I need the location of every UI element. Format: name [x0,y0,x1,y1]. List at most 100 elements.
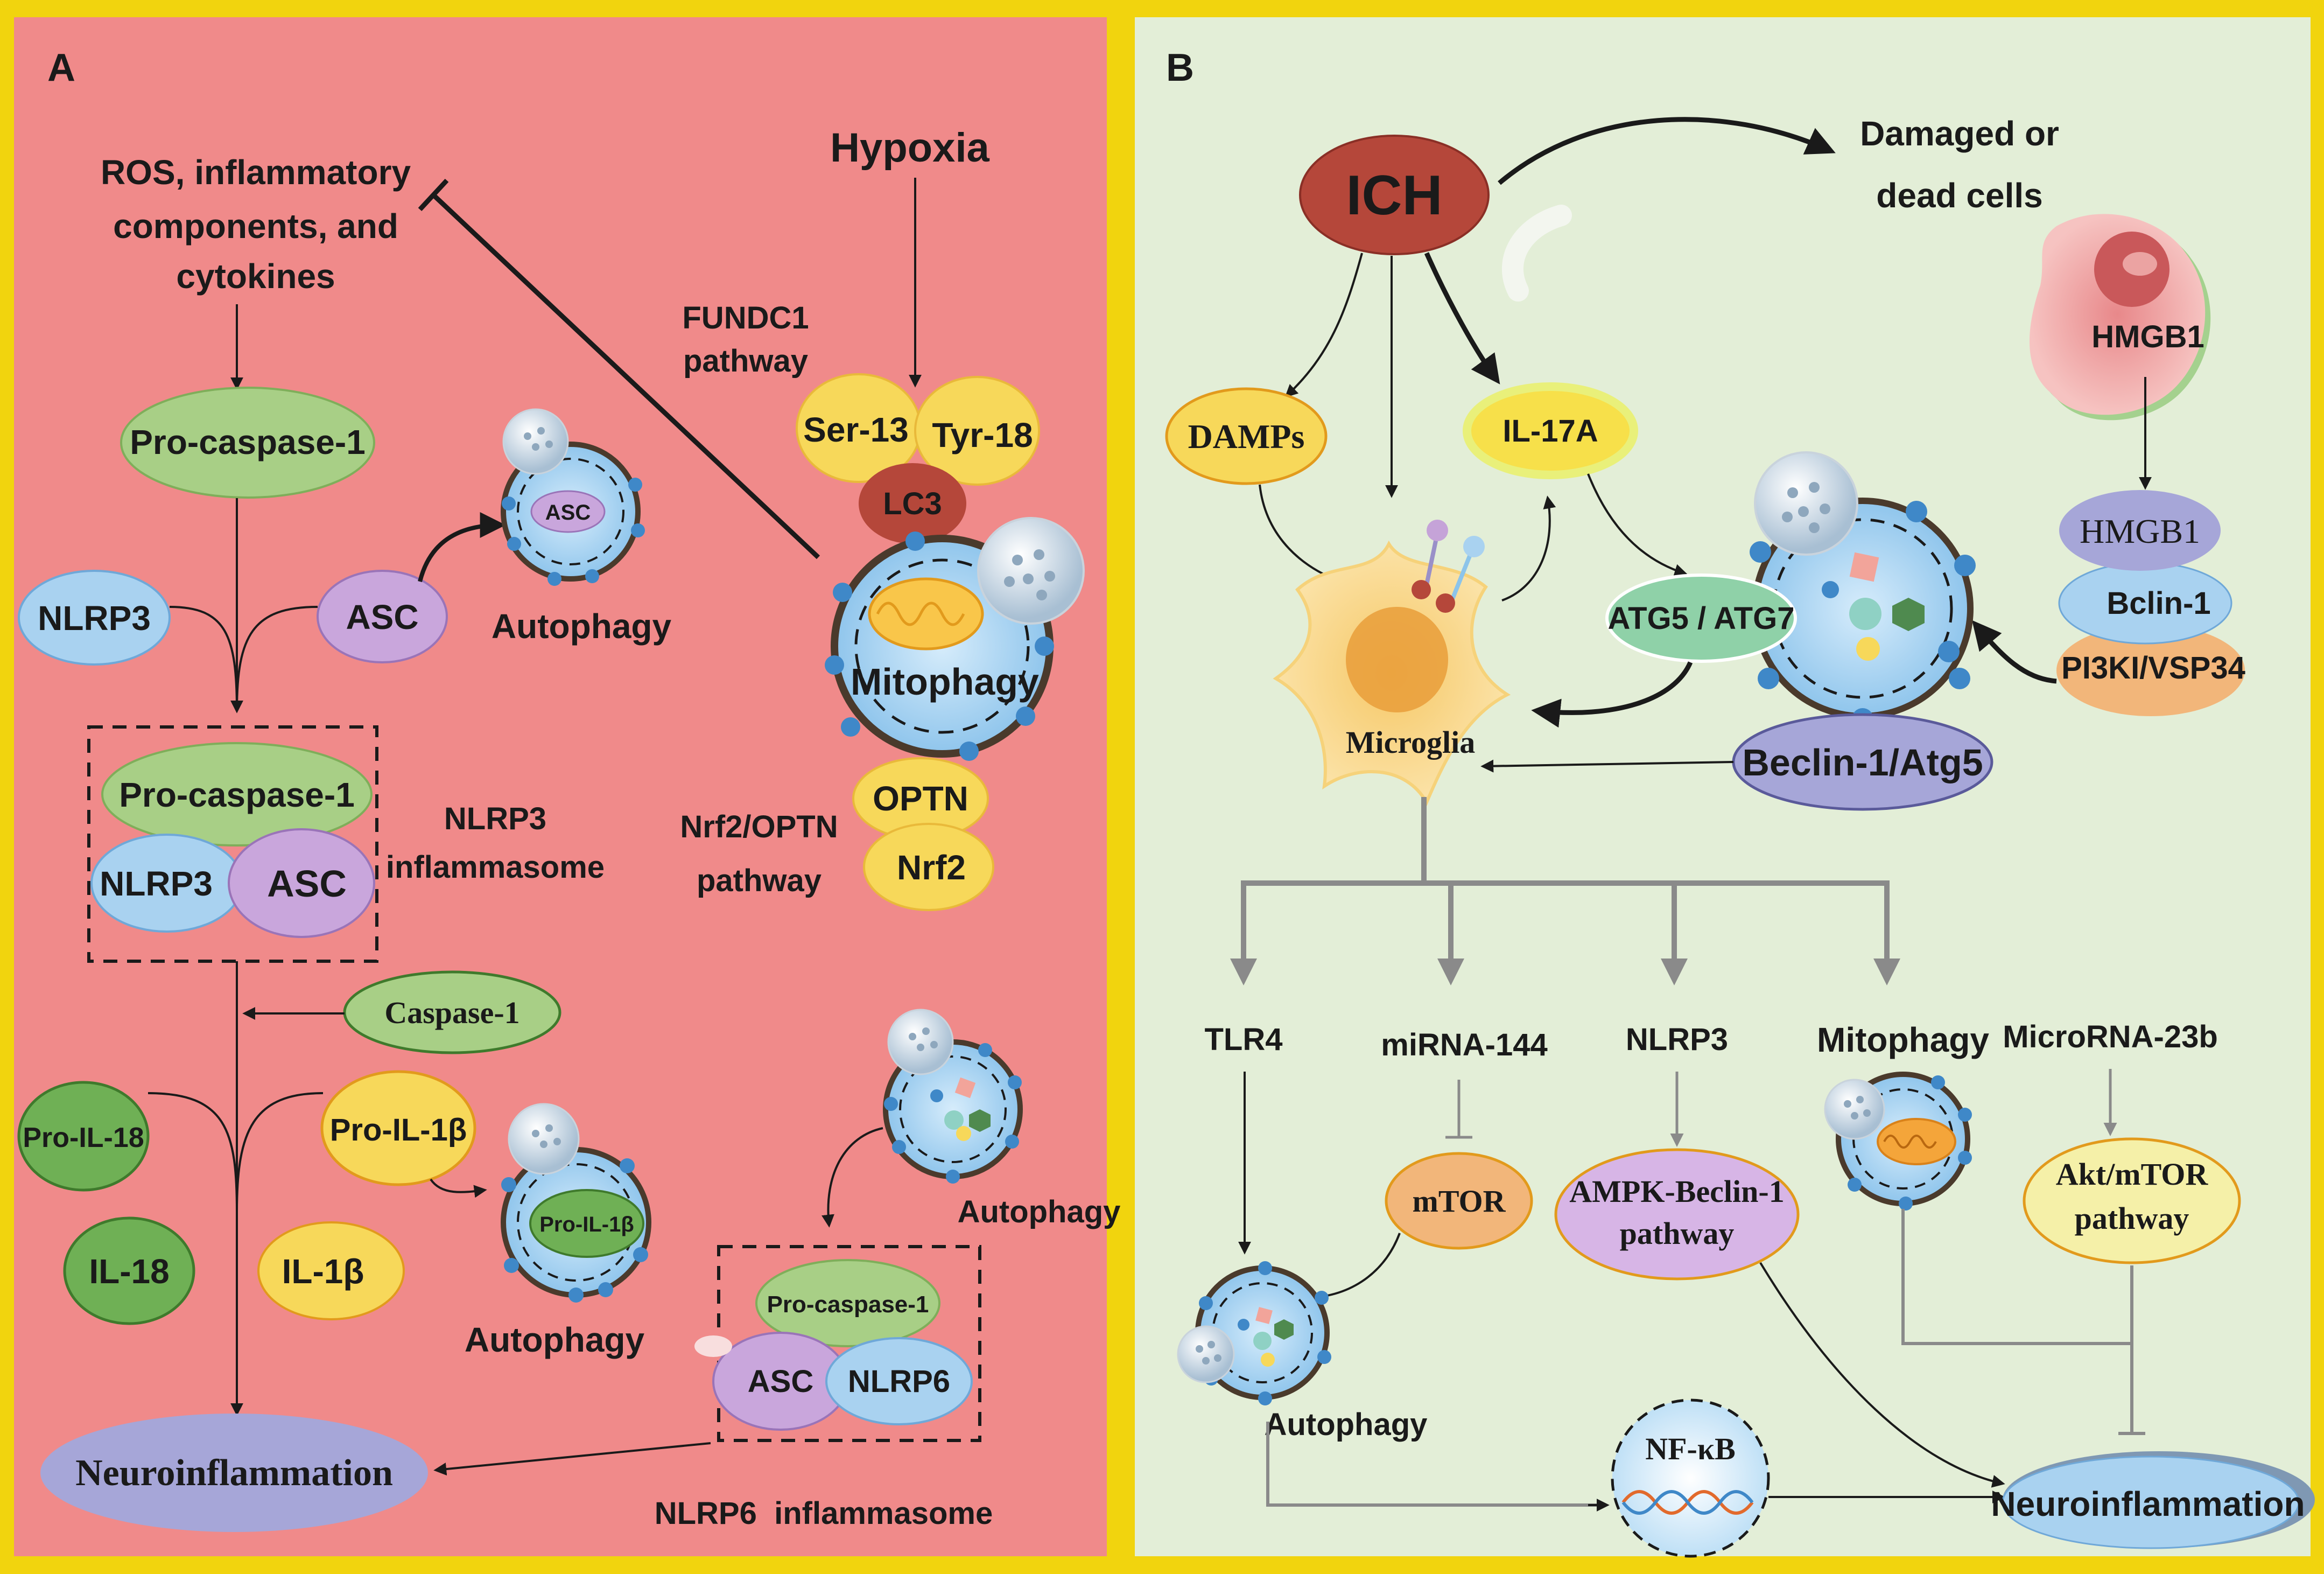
mitophagy-vesicle-b [1824,1072,1972,1211]
ich-to-damps-arrow [1284,253,1363,398]
inhibition-line [431,193,820,559]
ros-text-line3: cytokines [176,257,335,296]
atg-to-microglia-arrow [1531,661,1693,728]
autophagy-b-label: Autophagy [1265,1407,1428,1442]
pro-il1b-small-label: Pro-IL-1β [539,1213,634,1236]
tyr18-node [914,376,1040,486]
hmgb1-label: HMGB1 [2080,512,2200,550]
atg-label: ATG5 / ATG7 [1608,601,1795,636]
mitophagy-b-label: Mitophagy [1817,1020,1989,1059]
lc3-label: LC3 [883,486,942,521]
nlrp3-inflammasome-box [87,725,378,963]
asc-left-node [317,570,448,663]
ich-to-il17a-arrow [1424,252,1500,384]
inflammasome-procaspase-label: Pro-caspase-1 [119,775,355,814]
atg-node [1605,573,1797,663]
pro-caspase1-top-label: Pro-caspase-1 [130,423,366,461]
nrf2-node [863,823,994,911]
mtor-label: mTOR [1413,1184,1506,1219]
autophagy-to-nfkb-arrow [1266,1422,1599,1507]
inhibition-bar [418,178,449,212]
nrf2-label: Nrf2 [897,848,966,887]
nlrp3-b-label: NLRP3 [1626,1022,1728,1057]
asc-join-curve [236,606,318,711]
nlrp6-to-neuro-arrow [433,1442,711,1476]
asc-small-label: ASC [545,501,591,524]
beclin-atg5-label: Beclin-1/Atg5 [1742,741,1983,783]
microglia-to-il17a-arrow [1501,495,1556,601]
fundc1-label-line2: pathway [683,344,808,379]
nfkb-label: NF-κB [1645,1431,1736,1466]
nrf2-pathway-line1: Nrf2/OPTN [680,809,838,844]
microglia-label: Microglia [1346,725,1476,760]
autophagy-mid-label: Autophagy [465,1320,645,1359]
ich-to-damaged-arrow [1498,117,1836,185]
il17a-label: IL-17A [1502,414,1598,449]
ampk-node [1554,1148,1800,1281]
akt-label-line2: pathway [2075,1201,2189,1236]
pro-il18-join-curve [148,1092,238,1212]
nlrp3-inflammasome-line2: inflammasome [386,850,605,885]
pro-il1b-label: Pro-IL-1β [330,1113,467,1148]
mtor-node [1385,1152,1533,1250]
hypoxia-label: Hypoxia [830,125,989,171]
autophagy-vesicle-asc [501,408,645,586]
hmgb1-cell [2030,214,2211,421]
pro-il1b-to-autophagy-arrow [430,1178,487,1198]
autophagy-vesicle-large-b [1750,451,1976,730]
pro-il1b-node [320,1070,476,1186]
ampk-label-line1: AMPK-Beclin-1 [1569,1174,1784,1209]
inflammasome-asc-label: ASC [267,863,347,905]
faint-decoration [1502,205,1572,302]
pi3k-node [2056,625,2245,716]
autophagy-to-nlrp6-arrow [822,1127,883,1228]
pro-caspase1-top-node [120,387,375,499]
panel-b-letter: B [1166,46,1194,89]
tlr4-label: TLR4 [1205,1022,1283,1057]
hmgb1-cell-label: HMGB1 [2091,319,2204,354]
pro-il18-node [17,1081,150,1192]
nlrp6-node [825,1337,973,1425]
autophagy-vesicle-small-b [1177,1261,1331,1405]
neuroinflammation-b-label: Neuroinflammation [1991,1485,2305,1523]
pi3k-to-autophagy-arrow [1972,620,2057,684]
tyr18-label: Tyr-18 [932,416,1033,454]
nlrp6-inflammasome-label: NLRP6 inflammasome [655,1496,993,1531]
nfkb-node [1611,1398,1770,1558]
il1b-node [257,1221,405,1320]
microglia-cell [1273,520,1511,806]
mitophagy-akt-merge [1901,1209,2132,1345]
nlrp3-left-node [18,570,171,666]
nlrp6-procaspase-label: Pro-caspase-1 [767,1291,929,1318]
bclin1-label: Bclin-1 [2107,586,2210,621]
caspase1-label: Caspase-1 [384,995,519,1030]
nlrp6-label: NLRP6 [848,1364,950,1399]
hmgb1-node [2059,490,2221,571]
branch-tree [1230,797,1900,985]
ich-label: ICH [1346,164,1442,227]
ampk-label-line2: pathway [1620,1216,1735,1251]
optn-label: OPTN [873,779,968,818]
ser13-label: Ser-13 [803,410,909,449]
microrna23b-label: MicroRNA-23b [2003,1019,2218,1054]
neuroinflammation-b-node [2002,1456,2300,1549]
lc3-node [859,463,966,544]
nlrp6-procaspase-node [755,1259,940,1347]
inflammasome-asc-node [228,828,375,938]
inflammasome-procaspase-node [101,742,373,847]
autophagy-vesicle-pro-il1b [501,1103,651,1303]
nrf2-pathway-line2: pathway [697,863,822,898]
damps-label: DAMPs [1188,417,1305,456]
pink-blob [694,1335,732,1357]
asc-to-autophagy-arrow [418,512,506,582]
asc-left-label: ASC [346,598,418,636]
nlrp6-asc-label: ASC [748,1364,813,1399]
autophagy-right-label: Autophagy [958,1194,1121,1229]
akt-node [2023,1137,2241,1264]
damaged-line2: dead cells [1876,176,2043,215]
pi3k-label: PI3KI/VSP34 [2061,650,2245,685]
il1b-label: IL-1β [282,1252,364,1291]
panel-a-letter: A [47,46,75,89]
il18-node [63,1216,195,1325]
